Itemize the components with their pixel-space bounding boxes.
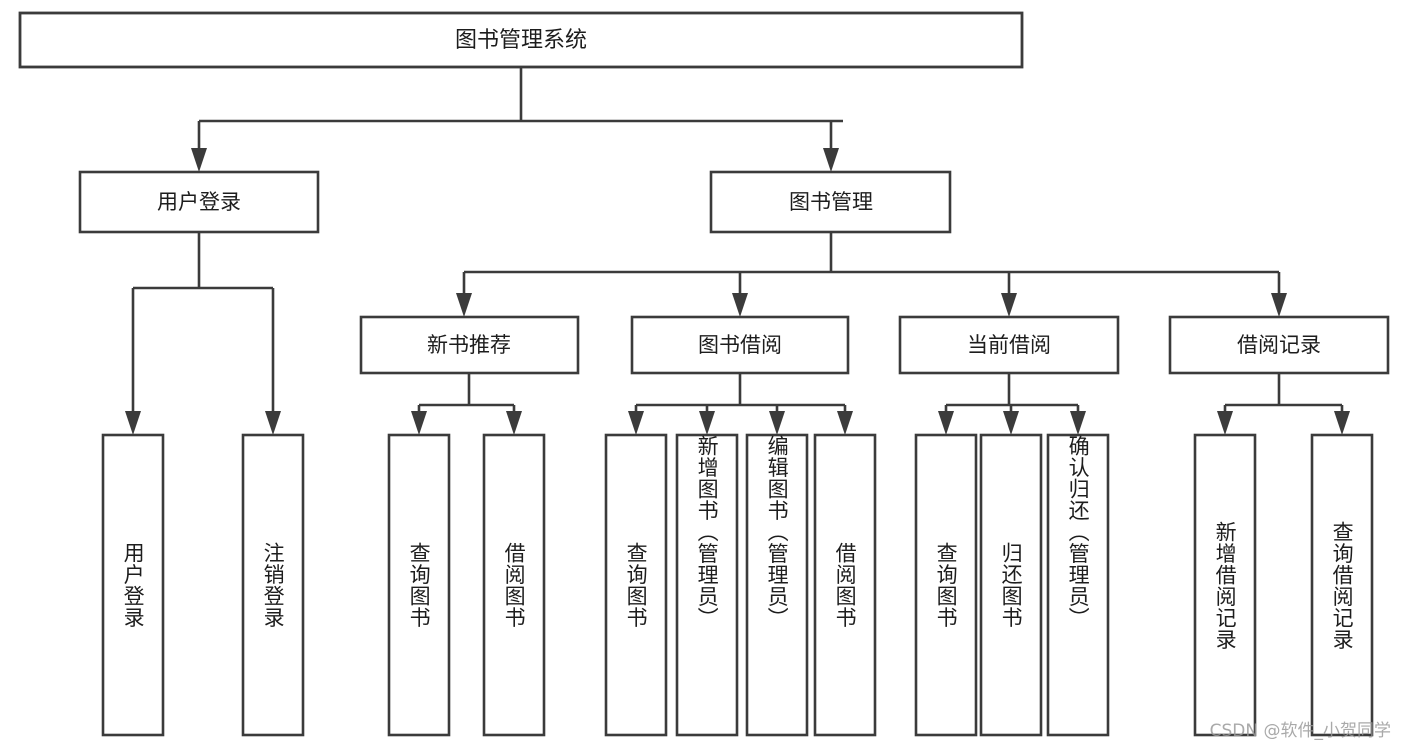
leaf-box-query-record[interactable] [1310, 433, 1374, 737]
arrow-book-manage-child-1 [456, 293, 472, 317]
node-new-book-recommend[interactable]: 新书推荐 [359, 315, 580, 375]
arrow-borrow-book-child-2 [699, 411, 715, 435]
leaf-boxes-new-book [387, 433, 546, 737]
connectors-current-borrow-children [938, 373, 1086, 435]
arrow-borrow-book-child-4 [837, 411, 853, 435]
leaf-box-borrow-book-2[interactable] [813, 433, 877, 737]
arrow-user-login-child-2 [265, 411, 281, 435]
leaf-boxes-borrow-record [1193, 433, 1374, 737]
connectors-book-manage-children [456, 232, 1287, 317]
arrow-borrow-book-child-1 [628, 411, 644, 435]
root-label: 图书管理系统 [455, 28, 587, 53]
leaf-box-confirm-return[interactable] [1046, 433, 1110, 737]
leaf-box-edit-book[interactable] [745, 433, 809, 737]
leaf-box-logout[interactable] [241, 433, 305, 737]
leaf-boxes-book-borrow [604, 433, 877, 737]
book-borrow-label: 图书借阅 [698, 333, 782, 357]
leaf-box-add-record[interactable] [1193, 433, 1257, 737]
arrow-borrow-book-child-3 [769, 411, 785, 435]
leaf-box-query-book-1[interactable] [387, 433, 451, 737]
leaf-box-return-book[interactable] [979, 433, 1043, 737]
borrow-record-label: 借阅记录 [1237, 333, 1321, 357]
arrow-new-book-child-2 [506, 411, 522, 435]
connectors-borrow-record-children [1217, 373, 1350, 435]
user-login-box[interactable] [78, 170, 320, 234]
arrow-book-manage-child-4 [1271, 293, 1287, 317]
user-login-label: 用户登录 [157, 190, 241, 214]
borrow-record-box[interactable] [1168, 315, 1390, 375]
leaf-boxes-current-borrow [914, 433, 1110, 737]
current-borrow-label: 当前借阅 [967, 333, 1051, 357]
node-borrow-record[interactable]: 借阅记录 [1168, 315, 1390, 375]
leaf-box-borrow-book-1[interactable] [482, 433, 546, 737]
node-current-borrow[interactable]: 当前借阅 [898, 315, 1120, 375]
connectors-borrow-book-children [628, 373, 853, 435]
arrow-current-borrow-child-3 [1070, 411, 1086, 435]
connectors-user-login-children [125, 232, 281, 435]
arrow-book-manage-child-2 [732, 293, 748, 317]
book-borrow-box[interactable] [630, 315, 850, 375]
connectors-new-book-children [411, 373, 522, 435]
arrow-new-book-child-1 [411, 411, 427, 435]
leaf-box-query-book-3[interactable] [914, 433, 978, 737]
arrow-book-manage-child-3 [1001, 293, 1017, 317]
node-root[interactable]: 图书管理系统 [18, 11, 1024, 69]
connectors-root-to-level1 [191, 67, 843, 172]
arrow-borrow-record-child-2 [1334, 411, 1350, 435]
book-manage-box[interactable] [709, 170, 952, 234]
current-borrow-box[interactable] [898, 315, 1120, 375]
leaf-box-add-book[interactable] [675, 433, 739, 737]
node-user-login[interactable]: 用户登录 [78, 170, 320, 234]
arrow-to-user-login [191, 148, 207, 172]
arrow-user-login-child-1 [125, 411, 141, 435]
new-book-recommend-label: 新书推荐 [427, 333, 511, 357]
leaf-box-user-login[interactable] [101, 433, 165, 737]
book-manage-label: 图书管理 [789, 190, 873, 214]
leaf-box-query-book-2[interactable] [604, 433, 668, 737]
node-book-borrow[interactable]: 图书借阅 [630, 315, 850, 375]
node-book-manage[interactable]: 图书管理 [709, 170, 952, 234]
arrow-current-borrow-child-2 [1003, 411, 1019, 435]
arrow-borrow-record-child-1 [1217, 411, 1233, 435]
new-book-recommend-box[interactable] [359, 315, 580, 375]
arrow-current-borrow-child-1 [938, 411, 954, 435]
root-box[interactable] [18, 11, 1024, 69]
leaf-boxes-user-login [101, 433, 305, 737]
arrow-to-book-manage [823, 148, 839, 172]
